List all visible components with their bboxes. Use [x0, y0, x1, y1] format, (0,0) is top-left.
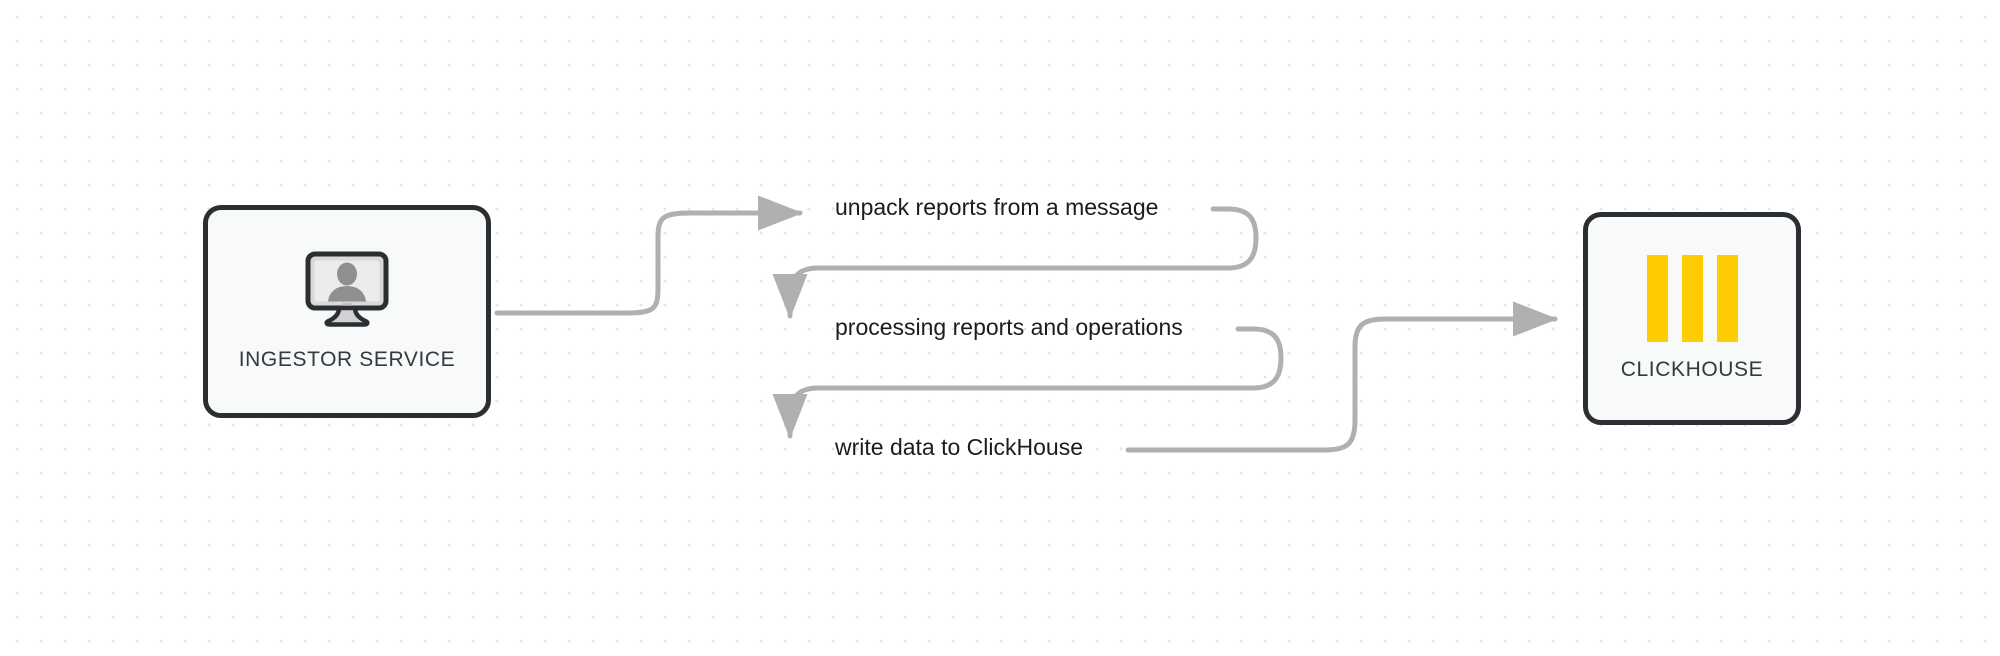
clickhouse-bar-1 [1646, 255, 1668, 342]
node-label-ingestor-service: INGESTOR SERVICE [238, 348, 456, 371]
clickhouse-bars-icon [1646, 255, 1738, 342]
edge-path-to-clickhouse [1125, 301, 1559, 453]
edge-label-write-data: write data to ClickHouse [835, 434, 1083, 460]
node-ingestor-service[interactable]: INGESTOR SERVICE [203, 205, 491, 418]
edge-path-trunk [494, 195, 804, 316]
clickhouse-bar-3 [1716, 255, 1738, 342]
node-label-clickhouse: CLICKHOUSE [1620, 358, 1764, 381]
edge-label-processing-reports: processing reports and operations [835, 314, 1183, 340]
edge-path-loop-2 [772, 326, 1284, 440]
node-clickhouse[interactable]: CLICKHOUSE [1583, 212, 1801, 425]
edge-path-loop-1 [772, 206, 1259, 320]
clickhouse-bar-2 [1681, 255, 1703, 342]
edge-label-unpack-reports: unpack reports from a message [835, 194, 1159, 220]
monitor-user-icon [301, 251, 393, 332]
